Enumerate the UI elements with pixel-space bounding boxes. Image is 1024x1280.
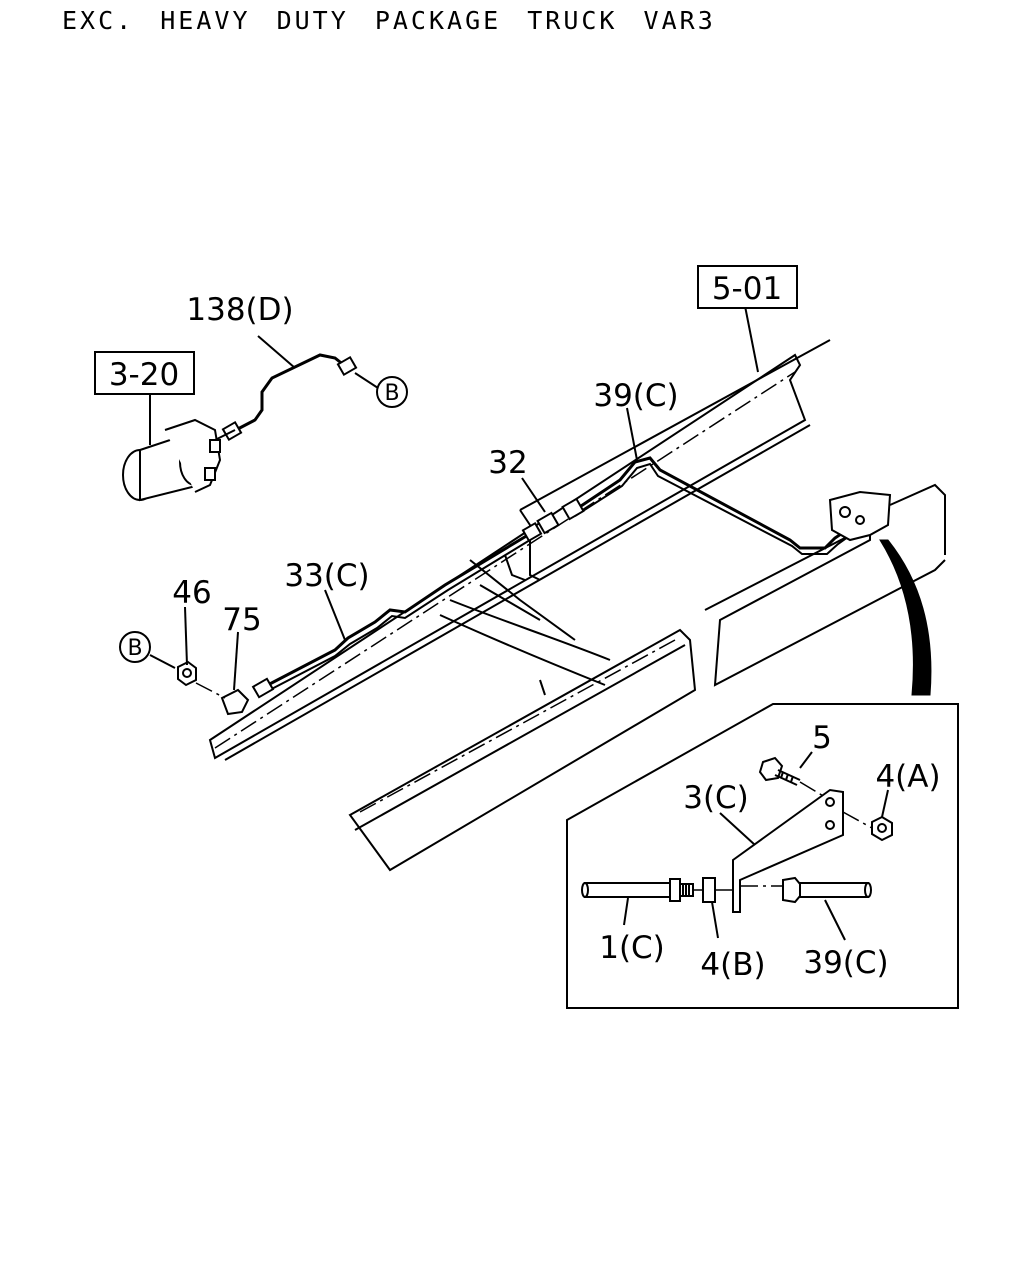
connector-b-left[interactable]: B [119, 631, 151, 663]
page-title: EXC. HEAVY DUTY PACKAGE TRUCK VAR3 [62, 6, 716, 35]
nut-icon [177, 660, 197, 687]
callout-3[interactable]: 3(C) [683, 780, 749, 816]
brake-pipe-39 [574, 456, 851, 550]
brake-booster-icon [122, 418, 236, 502]
callout-75[interactable]: 75 [222, 602, 261, 638]
connector-b-right[interactable]: B [376, 376, 408, 408]
callout-39-top[interactable]: 39(C) [593, 378, 678, 414]
nut-icon [871, 815, 893, 842]
callout-33[interactable]: 33(C) [284, 558, 369, 594]
union-fitting-icon [195, 682, 250, 716]
bolt-icon [758, 756, 801, 786]
connector-b-right-label: B [384, 381, 399, 406]
connector-b-left-label: B [127, 636, 142, 661]
callout-138[interactable]: 138(D) [186, 292, 293, 328]
detail-inset [566, 703, 959, 1009]
detail-arrow [879, 539, 932, 696]
ref-box-frame-label: 5-01 [712, 271, 782, 307]
pipe-end-right-icon [782, 876, 872, 904]
ref-box-frame[interactable]: 5-01 [697, 265, 798, 309]
callout-46[interactable]: 46 [172, 575, 211, 611]
nut-4b-icon [702, 877, 716, 903]
bracket-detail-icon [732, 788, 844, 913]
ref-box-booster[interactable]: 3-20 [94, 351, 195, 395]
brake-pipe-33 [261, 533, 529, 690]
callout-1[interactable]: 1(C) [599, 930, 665, 966]
callout-5[interactable]: 5 [812, 720, 832, 756]
brake-pipe-138 [231, 353, 346, 434]
callout-4b[interactable]: 4(B) [700, 947, 765, 983]
callout-4a[interactable]: 4(A) [875, 759, 940, 795]
callout-32[interactable]: 32 [488, 445, 527, 481]
ref-box-booster-label: 3-20 [109, 357, 179, 393]
bracket-icon [828, 490, 892, 542]
callout-39-detail[interactable]: 39(C) [803, 945, 888, 981]
pipe-end-left-icon [581, 878, 694, 902]
pipe-fitting-icon [221, 355, 585, 699]
